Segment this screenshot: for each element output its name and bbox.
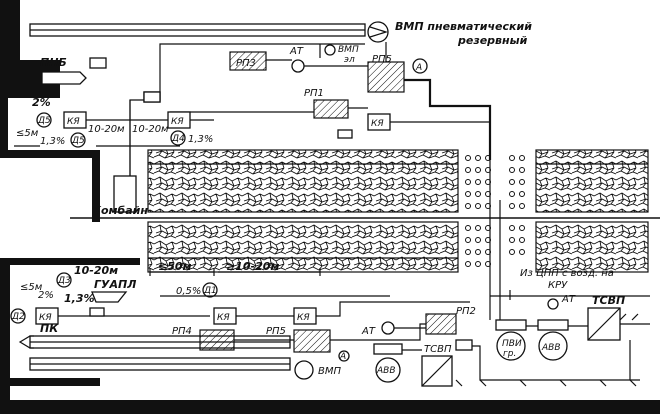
label-le5m-top: ≤5м — [16, 128, 39, 139]
rp2-box — [425, 313, 457, 335]
label-at-bot: АТ — [361, 326, 376, 337]
label-d1: Д1 — [203, 286, 217, 296]
d4-top-circle — [170, 130, 186, 146]
pnb-switch — [89, 57, 107, 69]
label-pct-2-bot: 2% — [38, 290, 54, 301]
label-pct-13-bot: 1,3% — [64, 292, 95, 305]
label-guapl: ГУАПЛ — [94, 278, 136, 291]
d5-top-circle — [36, 112, 52, 128]
a-bot-circle — [338, 350, 350, 362]
label-at-right: АТ — [561, 294, 576, 305]
pvi-circle — [496, 331, 526, 361]
label-pct-2-top: 2% — [32, 96, 51, 109]
label-kya-bot2: КЯ — [217, 313, 230, 323]
combine-machine — [113, 175, 137, 213]
label-ge10-20m: ≥10-20м — [226, 260, 279, 273]
at-right-circle — [547, 298, 559, 310]
abv-mid-top — [537, 319, 569, 331]
combine-switch — [143, 91, 161, 103]
label-d3-bot: Д3 — [57, 276, 71, 286]
label-abv-mid: АВВ — [541, 343, 561, 353]
a-top-circle — [412, 58, 428, 74]
label-d2: Д2 — [11, 312, 25, 322]
label-pvi2: гр. — [503, 349, 516, 359]
label-a-bot: А — [339, 352, 346, 362]
label-a-top: А — [415, 63, 422, 73]
label-vmp-el: эл — [344, 55, 355, 65]
rp5-bot-box — [293, 329, 331, 353]
label-pnb: ПНБ — [40, 56, 67, 69]
label-reserve: резервный — [457, 34, 528, 47]
label-rp5-bot: РП5 — [266, 326, 286, 337]
support-posts — [465, 155, 525, 267]
label-vmp-pneumatic: ВМП пневматический — [395, 20, 532, 33]
abv-mid-circle — [538, 331, 568, 361]
label-kya-top-mid: КЯ — [371, 119, 384, 129]
label-d10-20-b: 10-20м — [132, 124, 169, 135]
abv-left-circle — [375, 357, 401, 383]
rp1-box — [313, 99, 349, 119]
label-from-tsp: Из ЦПП с возд. на — [520, 268, 614, 279]
label-rp1: РП1 — [304, 88, 324, 99]
tsvp-left-switch — [455, 339, 473, 351]
label-le50m: ≤50м — [158, 260, 192, 273]
dim-ge10-20m — [218, 268, 321, 276]
label-vmp-small: ВМП — [338, 45, 359, 55]
label-d10-20-c: 10-20м — [74, 264, 118, 277]
dim-le50m — [149, 268, 215, 276]
fan-vmp-top — [367, 21, 389, 43]
abv-left-top — [373, 343, 403, 355]
label-vmp-bot: ВМП — [318, 366, 341, 377]
label-pk: ПК — [40, 322, 59, 335]
d3-bot-circle — [56, 272, 72, 288]
label-at-top: АТ — [289, 46, 304, 57]
label-kya-left1: КЯ — [67, 117, 80, 127]
label-kya-bot3: КЯ — [297, 313, 310, 323]
label-pct-05: 0,5% — [176, 286, 201, 297]
label-rp2: РП2 — [456, 306, 476, 317]
label-rp3: РП3 — [236, 58, 256, 69]
kya-bot-switch — [89, 307, 105, 317]
label-pvi: ПВИ — [502, 339, 522, 349]
label-rp4: РП4 — [172, 326, 192, 337]
fan-vmp-bot — [294, 360, 314, 380]
label-rp5-top: РП5 — [372, 54, 392, 65]
d1-circle — [202, 282, 218, 298]
rp3-box — [229, 51, 267, 71]
label-kya-bot: КЯ — [39, 313, 52, 323]
at-bot-circle — [381, 321, 395, 335]
label-abv-left: АВВ — [376, 366, 396, 376]
rp4-box — [199, 329, 235, 351]
pvi-top — [495, 319, 527, 331]
label-d5-left: Д5 — [71, 136, 85, 146]
label-pct-13-left: 1,3% — [40, 136, 65, 147]
label-tsvp-right: ТСВП — [592, 294, 625, 307]
rp5-top-box — [367, 61, 405, 93]
label-combine: Комбайн — [92, 204, 148, 217]
fan-vmp-el — [324, 44, 336, 56]
rp1-switch — [337, 129, 353, 139]
d5-left-circle — [70, 132, 86, 148]
label-d5-top: Д5 — [37, 116, 51, 126]
label-d10-20-a: 10-20м — [88, 124, 125, 135]
at-top-circle — [291, 59, 305, 73]
label-tsvp-left: ТСВП — [424, 344, 452, 355]
label-from-tsp2: КРУ — [548, 280, 568, 291]
label-pct-13-mid: 1,3% — [188, 134, 213, 145]
guapl-unit — [91, 291, 128, 303]
label-kya-left2: КЯ — [171, 117, 184, 127]
label-le5m-bot: ≤5м — [20, 282, 43, 293]
coal-seam — [70, 149, 660, 273]
label-d4-top: Д4 — [171, 134, 185, 144]
d2-circle — [10, 308, 26, 324]
pnb-pump — [41, 71, 87, 85]
